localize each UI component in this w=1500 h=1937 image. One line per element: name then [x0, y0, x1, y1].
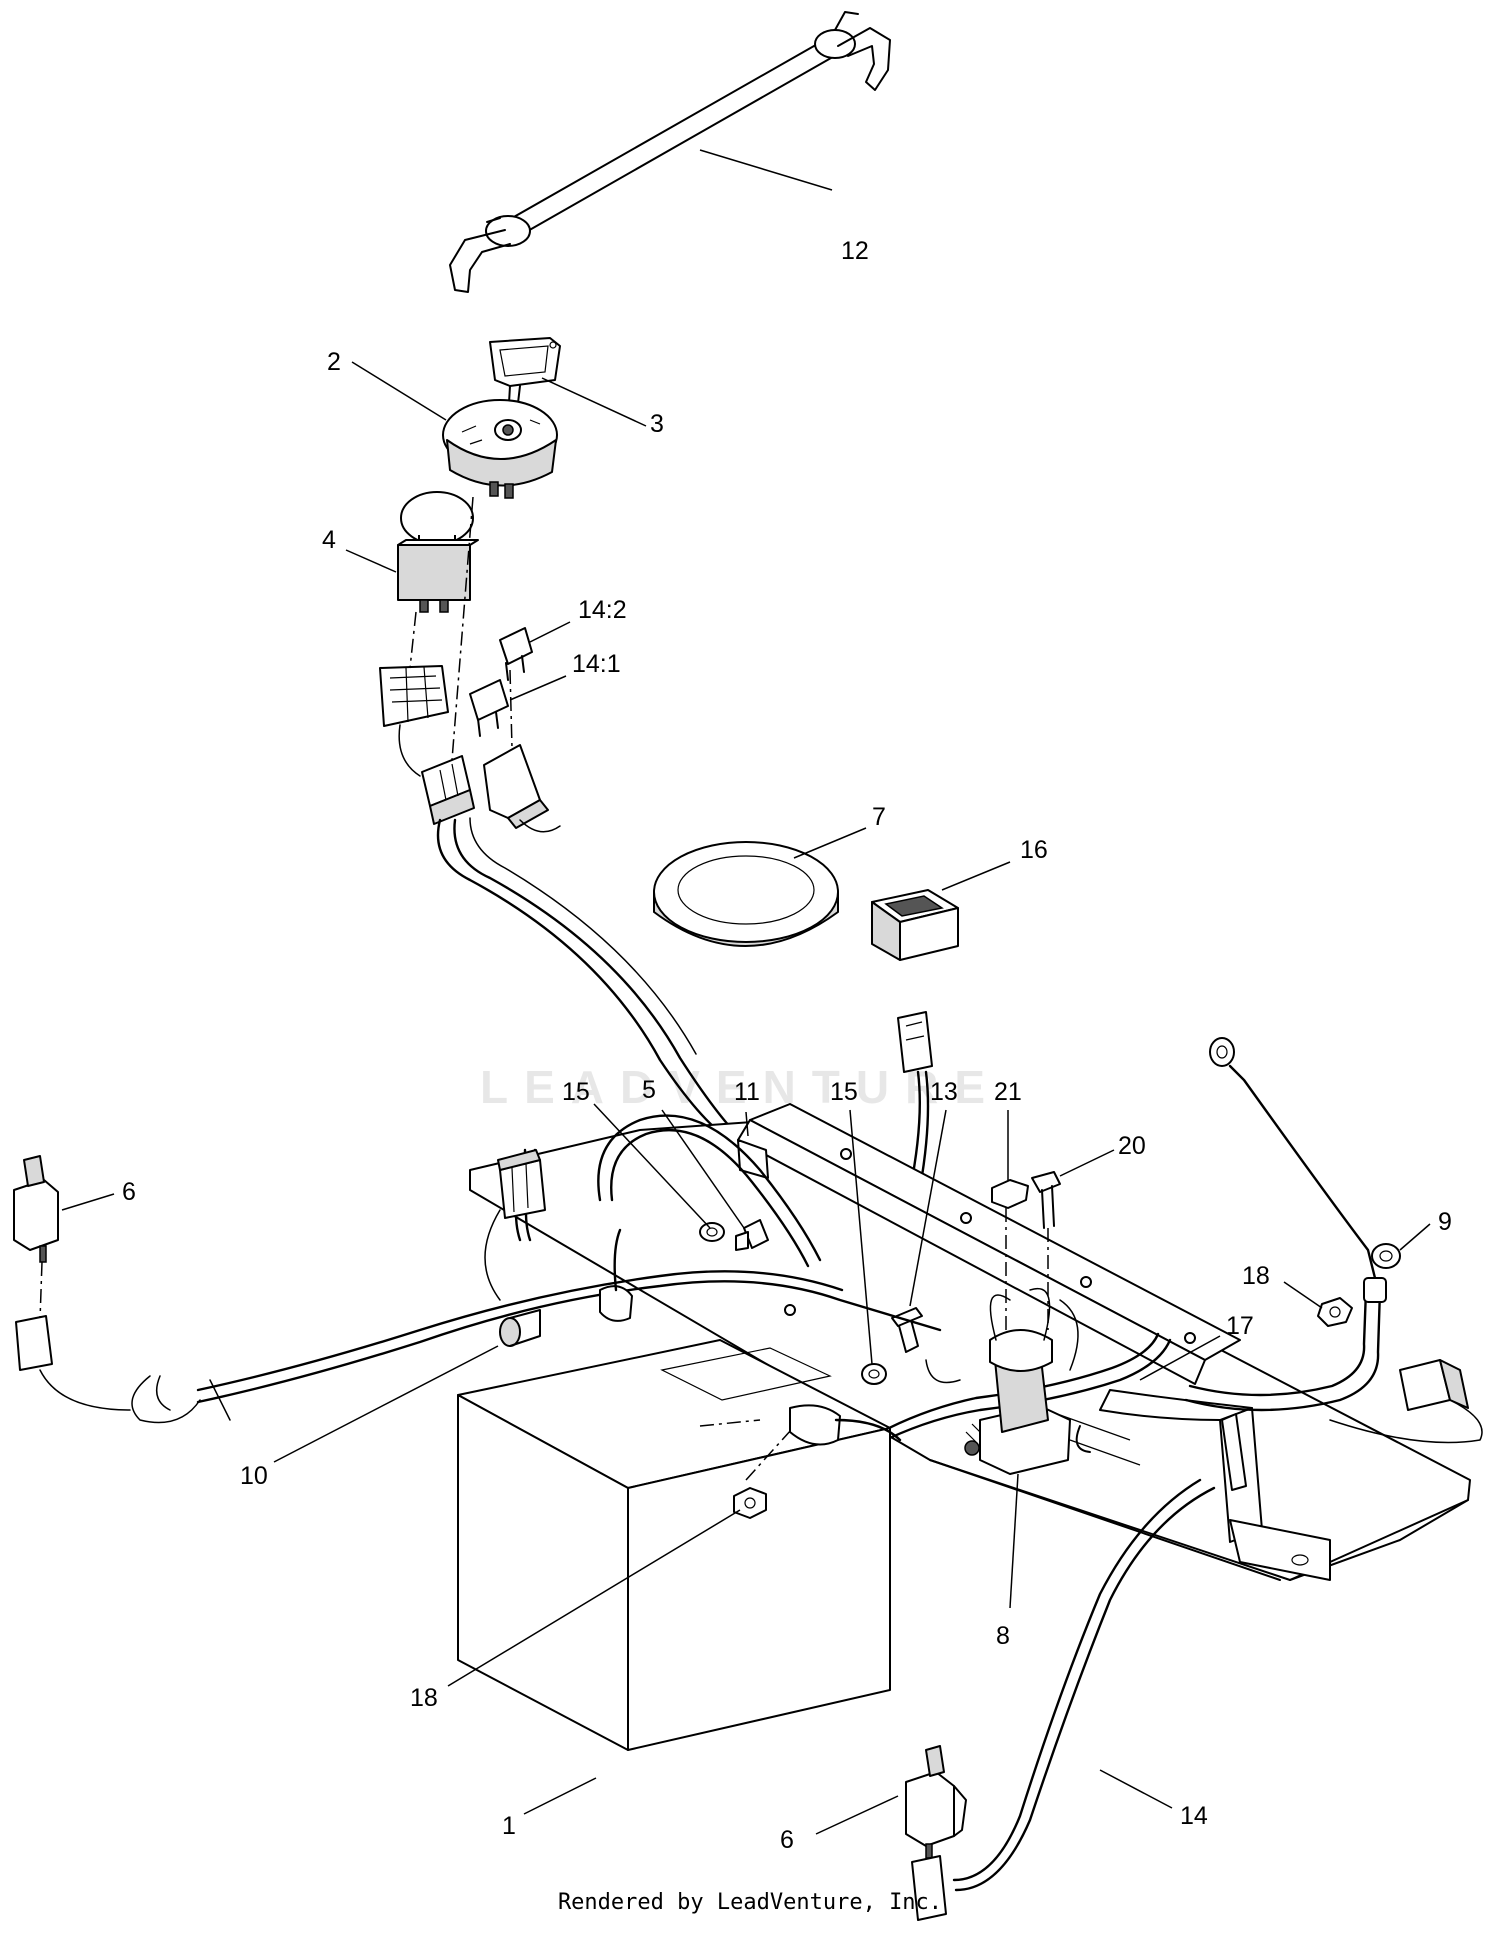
- callout-17: 17: [1226, 1312, 1254, 1340]
- callout-3: 3: [650, 410, 664, 438]
- part-5-wing-nut: [735, 1219, 769, 1251]
- harness-connector-fuse-block: [421, 744, 549, 829]
- callout-14-2: 14:2: [578, 596, 627, 624]
- part-18-nut-battery: [733, 1487, 767, 1519]
- assembly-line-fuse: [509, 669, 513, 749]
- callout-18-battery: 18: [410, 1684, 438, 1712]
- connector-right-harness: [1329, 1359, 1483, 1444]
- part-15-washer-left: [699, 1222, 725, 1242]
- part-7-disc: [653, 841, 839, 947]
- callout-6-upper: 6: [122, 1178, 136, 1206]
- assembly-line-switch: [451, 496, 474, 761]
- callout-11: 11: [734, 1078, 760, 1106]
- assembly-line-pto: [409, 611, 417, 669]
- wire-harness-main: [398, 724, 744, 1142]
- callout-7: 7: [872, 803, 886, 831]
- callout-14: 14: [1180, 1802, 1208, 1830]
- part-12-rod: [449, 11, 891, 293]
- connector-interlock-upper: [15, 1315, 131, 1411]
- battery-cable-positive: [597, 1114, 822, 1268]
- callout-12: 12: [841, 237, 869, 265]
- part-8-solenoid: [925, 1287, 1079, 1475]
- callout-2: 2: [327, 348, 341, 376]
- part-2-ignition-switch: [442, 399, 558, 499]
- part-21-nut: [991, 1179, 1029, 1330]
- callout-14-1: 14:1: [572, 650, 621, 678]
- fuse-14-1: [469, 679, 509, 737]
- part-15-washer-right: [861, 1363, 887, 1385]
- part-1-battery: [457, 1339, 891, 1751]
- fuse-14-2: [499, 627, 533, 681]
- callout-15-right: 15: [830, 1078, 858, 1106]
- callout-15-left: 15: [562, 1078, 590, 1106]
- part-13-stud: [891, 1307, 923, 1353]
- callout-9: 9: [1438, 1208, 1452, 1236]
- footer-credit: Rendered by LeadVenture, Inc.: [557, 1890, 943, 1915]
- callout-5: 5: [642, 1076, 656, 1104]
- callout-21: 21: [994, 1078, 1022, 1106]
- callout-18-upper: 18: [1242, 1262, 1270, 1290]
- callout-16: 16: [1020, 836, 1048, 864]
- callout-6-lower: 6: [780, 1826, 794, 1854]
- callout-13: 13: [930, 1078, 958, 1106]
- callout-1: 1: [502, 1812, 516, 1840]
- grommet-plug: [499, 1309, 541, 1347]
- connector-harness-upper-left: [497, 1149, 546, 1219]
- callout-4: 4: [322, 526, 336, 554]
- callout-20: 20: [1118, 1132, 1146, 1160]
- callout-labels: 12 2 3 4 14:2 14:1 7 16 15 5 11 15 13 21…: [122, 237, 1452, 1854]
- battery-terminal-negative: [599, 1228, 633, 1322]
- part-11-bracket: [737, 1103, 1241, 1385]
- connector-block-pto: [379, 665, 449, 727]
- part-4-pto-switch: [397, 491, 479, 613]
- part-18-nut-upper: [1317, 1297, 1353, 1327]
- battery-terminal-positive: [789, 1404, 902, 1446]
- callout-10: 10: [240, 1462, 268, 1490]
- callout-8: 8: [996, 1622, 1010, 1650]
- part-14-harness-lead: [952, 1413, 1247, 1892]
- leader-lines: [61, 149, 1431, 1835]
- part-6-interlock-switch-lower: [905, 1745, 967, 1921]
- part-20-bolt: [1031, 1171, 1061, 1330]
- part-6-interlock-switch-upper: [13, 1155, 59, 1321]
- part-16-rocker-switch: [871, 889, 959, 961]
- part-9-ground-cable: [1209, 1037, 1401, 1303]
- watermark-text: LEADVENTURE: [480, 1061, 1002, 1113]
